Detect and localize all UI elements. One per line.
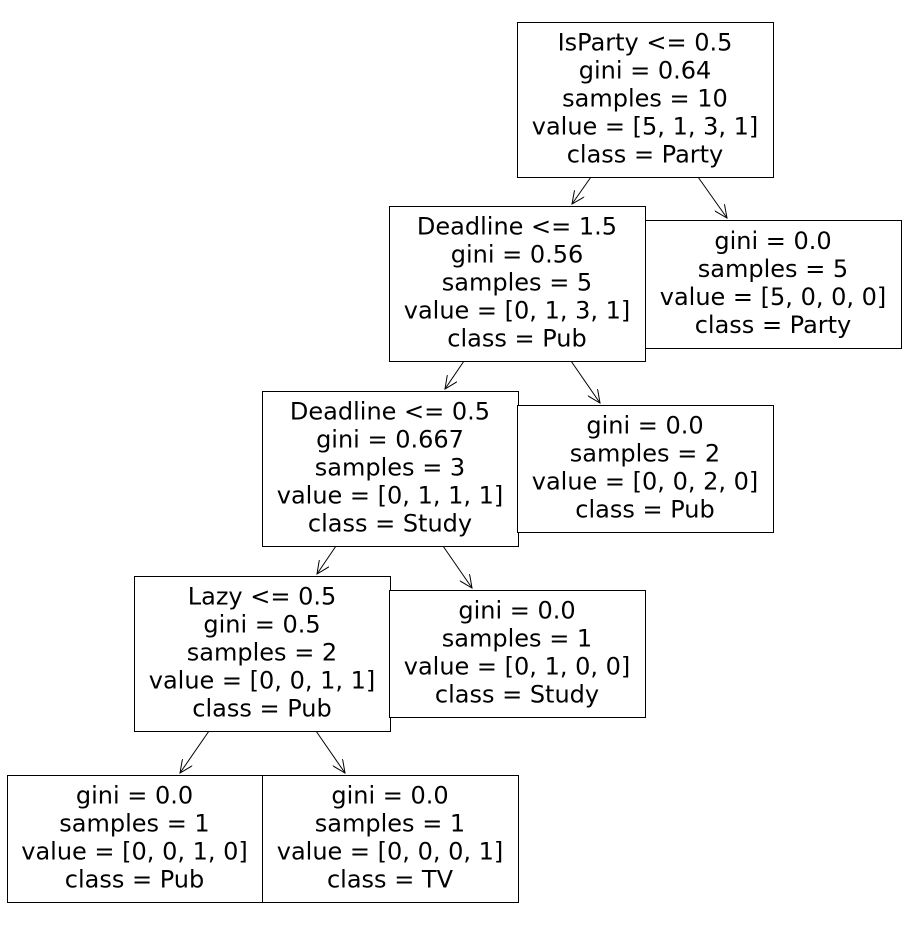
node-box <box>517 22 774 178</box>
tree-edges <box>180 176 727 773</box>
edge-n3-to-n6 <box>442 545 472 588</box>
node-box <box>389 590 646 718</box>
node-line: Deadline <= 1.5 <box>417 213 617 241</box>
edge-n5-to-n8 <box>315 730 345 773</box>
node-line: class = TV <box>327 866 454 894</box>
node-line: samples = 2 <box>187 639 337 667</box>
node-line: gini = 0.0 <box>586 412 703 440</box>
node-box <box>262 775 519 903</box>
node-line: gini = 0.667 <box>316 426 464 454</box>
node-line: value = [0, 1, 1, 1] <box>277 482 504 510</box>
node-box <box>134 576 391 732</box>
node-line: class = Study <box>435 681 599 709</box>
node-line: samples = 2 <box>570 440 720 468</box>
node-line: value = [0, 0, 1, 0] <box>21 838 248 866</box>
edge-n1-to-n3 <box>445 360 465 389</box>
edge-n3-to-n5 <box>317 545 337 574</box>
node-line: gini = 0.0 <box>76 782 193 810</box>
node-box <box>645 220 902 349</box>
node-line: value = [0, 0, 2, 0] <box>532 468 759 496</box>
edge-n5-to-n7 <box>180 730 210 773</box>
node-line: class = Pub <box>65 866 204 894</box>
node-line: class = Study <box>308 510 472 538</box>
edge-root-to-n1 <box>572 176 592 204</box>
node-line: class = Pub <box>447 325 586 353</box>
node-box <box>517 405 774 533</box>
node-line: gini = 0.64 <box>579 57 712 85</box>
node-line: samples = 3 <box>315 454 465 482</box>
node-line: gini = 0.0 <box>714 227 831 255</box>
node-line: Lazy <= 0.5 <box>188 583 337 611</box>
edge-n1-to-n4 <box>570 360 600 403</box>
node-box <box>389 206 646 362</box>
node-line: value = [0, 0, 1, 1] <box>149 667 376 695</box>
node-line: Deadline <= 0.5 <box>290 398 490 426</box>
node-line: value = [0, 1, 3, 1] <box>404 297 631 325</box>
node-line: value = [5, 1, 3, 1] <box>532 113 759 141</box>
node-line: value = [0, 1, 0, 0] <box>404 653 631 681</box>
node-line: samples = 10 <box>562 85 728 113</box>
edge-root-to-n2 <box>697 176 727 218</box>
node-line: gini = 0.0 <box>331 782 448 810</box>
node-line: samples = 1 <box>315 810 465 838</box>
node-line: IsParty <= 0.5 <box>558 29 733 57</box>
node-box <box>7 775 263 903</box>
node-line: gini = 0.0 <box>458 597 575 625</box>
node-line: class = Party <box>695 311 852 339</box>
node-line: samples = 5 <box>442 269 592 297</box>
node-line: samples = 5 <box>698 255 848 283</box>
node-line: class = Pub <box>192 695 331 723</box>
node-line: gini = 0.56 <box>451 241 584 269</box>
node-line: samples = 1 <box>442 625 592 653</box>
node-line: value = [5, 0, 0, 0] <box>660 283 887 311</box>
node-line: gini = 0.5 <box>203 611 320 639</box>
node-line: samples = 1 <box>59 810 209 838</box>
node-line: class = Pub <box>575 496 714 524</box>
node-line: class = Party <box>567 141 724 169</box>
node-line: value = [0, 0, 0, 1] <box>277 838 504 866</box>
